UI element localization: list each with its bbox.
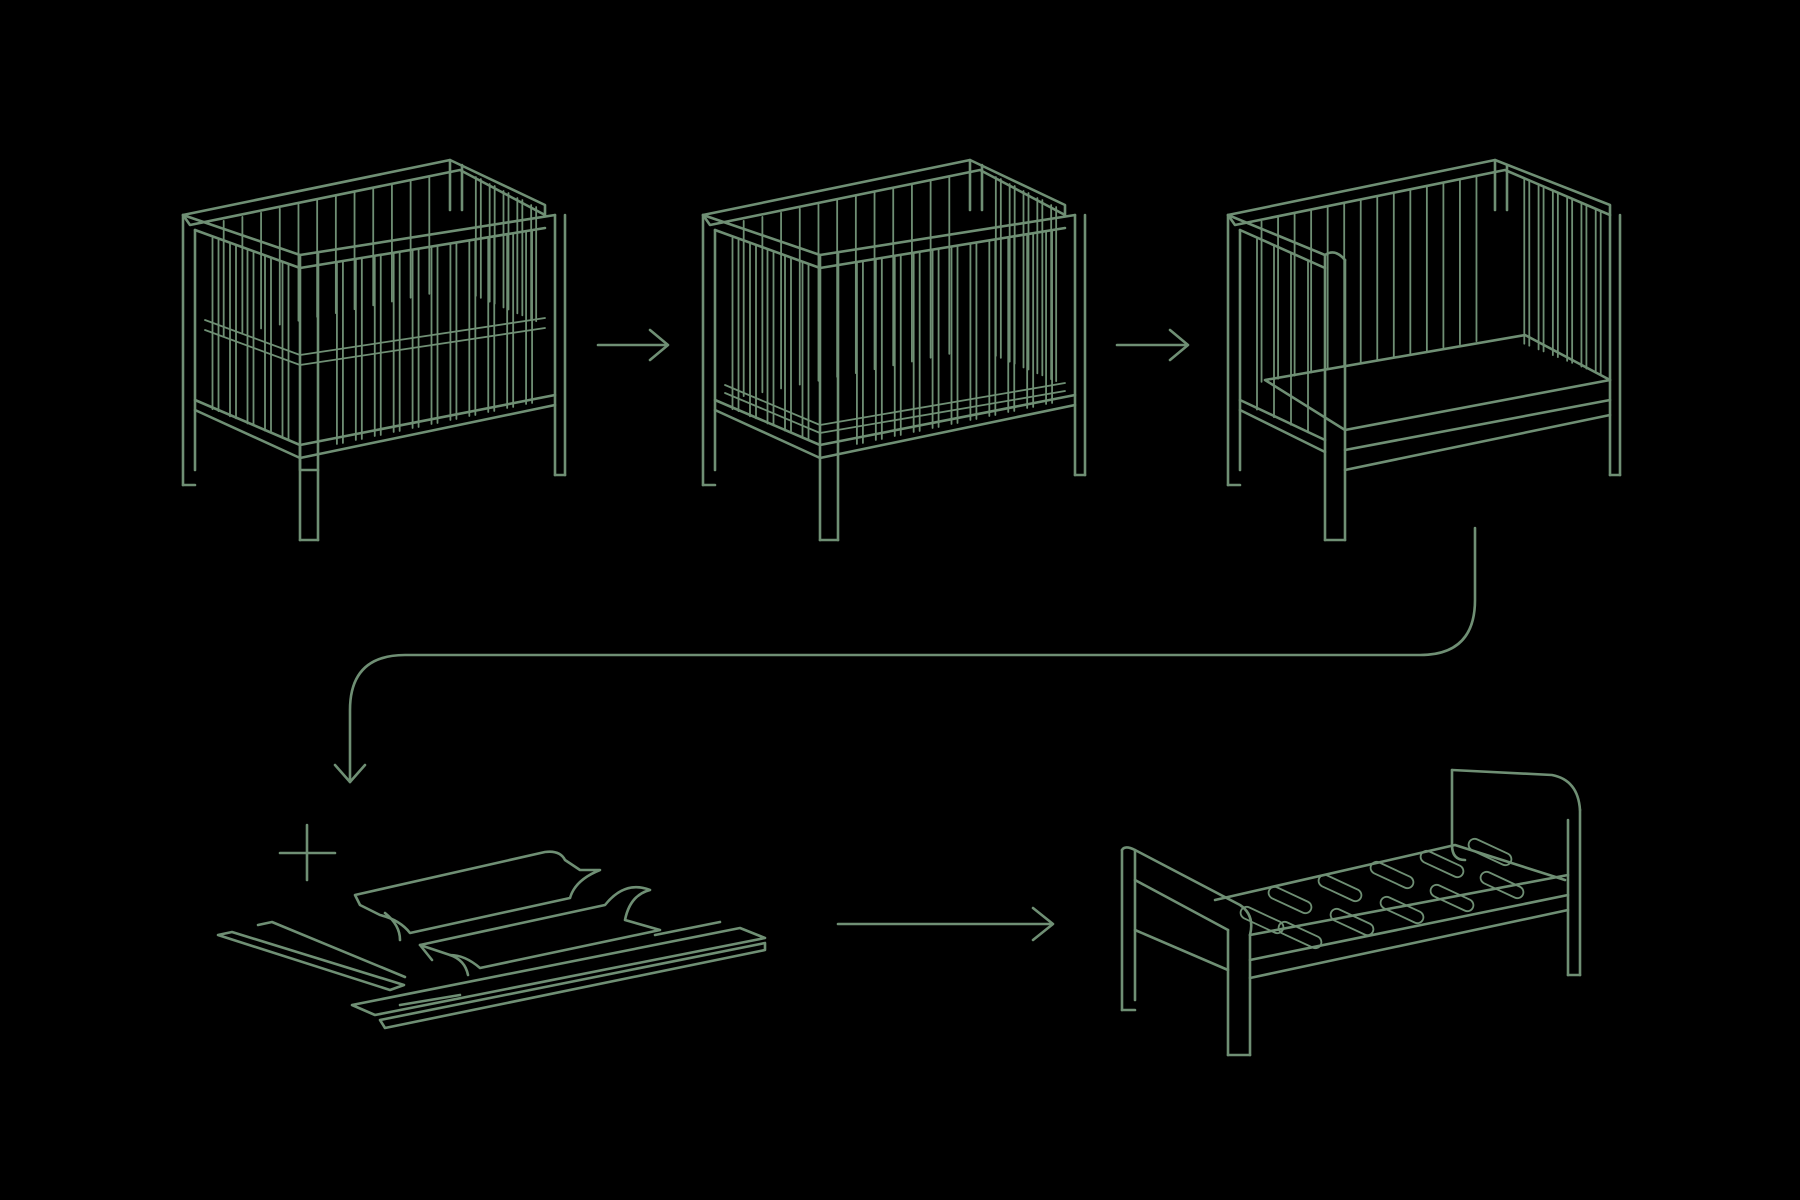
slat-slot — [1467, 837, 1513, 867]
crib-icon — [701, 158, 1087, 542]
slat-slot — [1379, 895, 1425, 925]
slat-slot — [1329, 907, 1375, 937]
arrow-right-icon — [1115, 328, 1190, 362]
slat-slot — [1317, 873, 1363, 903]
arrow-right-icon — [836, 906, 1055, 942]
curved-arrow-down-icon — [348, 526, 1477, 784]
slat-slot — [1239, 905, 1285, 935]
crib-icon — [181, 158, 567, 542]
slat-slot — [1267, 885, 1313, 915]
junior-bed-icon — [1120, 768, 1582, 1057]
slat-slot — [1277, 920, 1323, 950]
arrow-right-icon — [596, 328, 670, 362]
curved-arrow-head — [333, 763, 367, 784]
slat-slot — [1369, 860, 1415, 890]
toddler-bed-icon — [1226, 158, 1622, 542]
slat-slot — [1479, 870, 1525, 900]
slat-slot — [1429, 883, 1475, 913]
parts-kit-icon — [216, 850, 767, 1030]
slat-slot — [1419, 849, 1465, 879]
plus-icon — [278, 823, 337, 882]
